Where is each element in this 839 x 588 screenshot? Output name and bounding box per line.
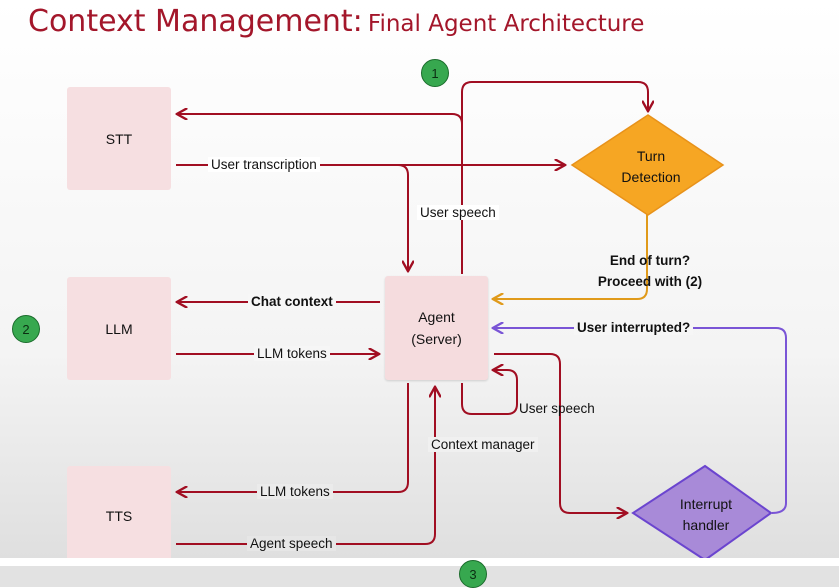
step-badge-3: 3 — [459, 560, 487, 588]
agent-box: Agent (Server) — [385, 276, 488, 380]
edge-agent-to-tts-tokens — [178, 383, 409, 492]
edge-user-speech-loop — [461, 370, 518, 415]
tts-label: TTS — [105, 508, 133, 524]
label-llm-tokens-bottom: LLM tokens — [257, 484, 333, 499]
label-user-interrupted: User interrupted? — [574, 320, 694, 335]
label-end-of-turn: End of turn? Proceed with (2) — [586, 250, 714, 292]
label-end-of-turn-line2: Proceed with (2) — [597, 274, 703, 289]
stt-box: STT — [67, 87, 171, 190]
title-main: Context Management: — [28, 4, 363, 39]
turn-detection-label: Turn Detection — [603, 146, 699, 188]
label-agent-speech: Agent speech — [247, 536, 336, 551]
label-llm-tokens-mid: LLM tokens — [254, 346, 330, 361]
llm-label: LLM — [105, 320, 133, 337]
edge-agent-speech — [176, 388, 435, 545]
interrupt-handler-line2: handler — [682, 517, 730, 533]
step-badge-1: 1 — [421, 59, 449, 87]
label-end-of-turn-line1: End of turn? — [609, 253, 691, 268]
agent-label-line1: Agent — [418, 309, 455, 325]
label-user-transcription: User transcription — [208, 157, 320, 172]
turn-detection-diamond — [570, 114, 725, 216]
tts-box: TTS — [67, 466, 171, 566]
stt-label: STT — [105, 130, 133, 147]
turn-detection-line1: Turn — [636, 148, 666, 164]
step-badge-2: 2 — [12, 315, 40, 343]
interrupt-handler-label: Interrupt handler — [658, 494, 754, 536]
label-user-speech-loop: User speech — [519, 401, 595, 416]
label-context-manager: Context manager — [428, 437, 538, 452]
label-chat-context: Chat context — [248, 294, 336, 309]
edge-agent-to-stt — [178, 114, 463, 274]
label-user-speech-top: User speech — [417, 205, 499, 220]
turn-detection-line2: Detection — [621, 169, 681, 185]
agent-label-line2: (Server) — [411, 331, 462, 347]
edge-transcription-to-agent — [397, 164, 408, 270]
title-sub: Final Agent Architecture — [367, 11, 645, 37]
bottom-divider — [0, 558, 839, 566]
edge-agent-to-turn — [461, 81, 648, 124]
edge-interrupt-to-agent — [494, 328, 787, 514]
interrupt-handler-line1: Interrupt — [679, 496, 733, 512]
edge-turn-to-agent — [494, 213, 648, 299]
edge-agent-to-interrupt — [494, 353, 626, 513]
bottom-strip — [0, 566, 839, 587]
page-title: Context Management: Final Agent Architec… — [28, 4, 644, 39]
llm-box: LLM — [67, 277, 171, 380]
